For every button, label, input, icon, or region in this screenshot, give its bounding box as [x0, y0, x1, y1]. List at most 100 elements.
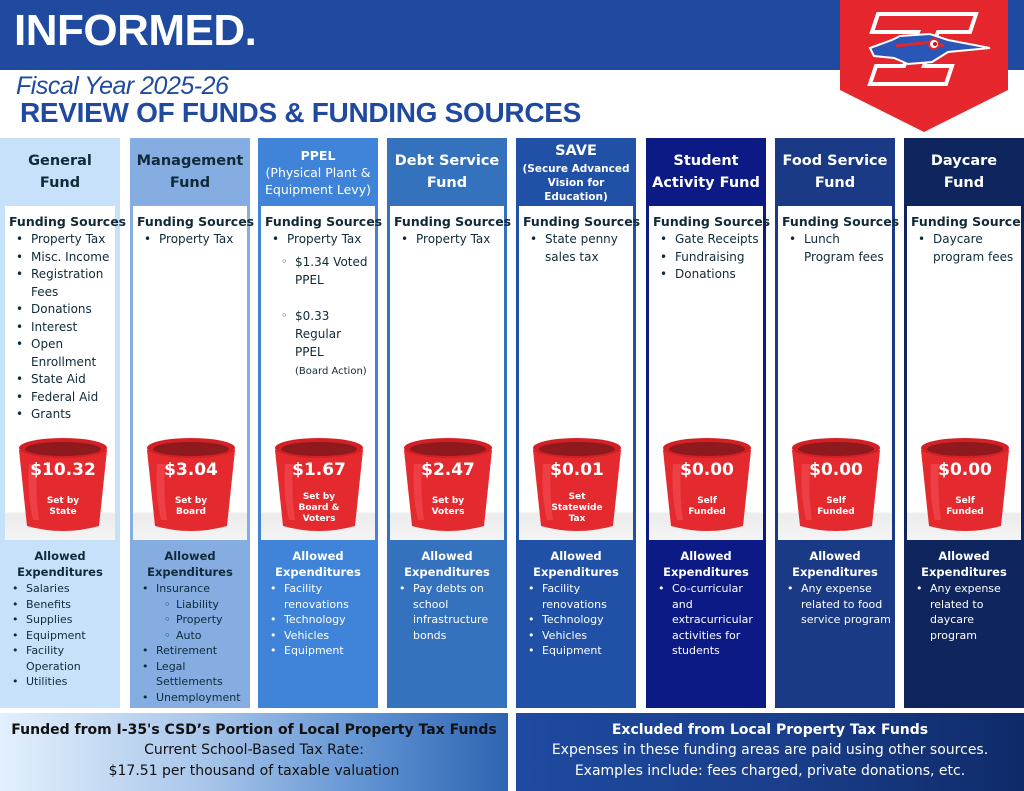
funding-sources-title: Funding Sources [137, 214, 255, 229]
fund-column-food-service: Food Service Fund Funding Sources Lunch … [775, 138, 899, 708]
fund-name: Management [136, 153, 244, 169]
list-item: Benefits [4, 597, 116, 613]
fund-header: Debt Service Fund [387, 138, 507, 206]
list-item: Facility renovations [262, 581, 374, 612]
banner-title: Excluded from Local Property Tax Funds [611, 722, 929, 738]
fund-name: SAVE [555, 143, 597, 159]
fund-column-save: SAVE (Secure Advanced Vision for Educati… [516, 138, 640, 708]
list-item: Supplies [4, 612, 116, 628]
list-item: Interest [9, 319, 112, 337]
tax-rate: $1.67 [292, 460, 346, 480]
list-item: Technology [262, 612, 374, 628]
fund-header: Food Service Fund [775, 138, 895, 206]
funding-sources-title: Funding Sources [9, 214, 127, 229]
fund-header: General Fund [0, 138, 120, 206]
list-item: Lunch Program fees [782, 231, 889, 266]
list-item: Daycare program fees [911, 231, 1018, 266]
funding-sources-title: Funding Sources [394, 214, 512, 229]
list-item: Property Tax [9, 231, 112, 249]
list-item: Vehicles [262, 628, 374, 644]
fund-name: Food Service [782, 153, 888, 169]
tax-rate: $0.01 [550, 460, 604, 480]
funding-sources-list: Property Tax Misc. Income Registration F… [9, 231, 112, 424]
banner-text: Current School-Based Tax Rate: [144, 742, 364, 758]
tax-rate: $0.00 [938, 460, 992, 480]
list-item: State penny sales tax [523, 231, 630, 266]
banner-title: Funded from I-35's CSD’s Portion of Loca… [11, 722, 497, 738]
list-item: Any expense related to daycare program [908, 581, 1020, 643]
list-item: Utilities [4, 674, 116, 690]
list-item: Pay debts on school infrastructure bonds [391, 581, 503, 643]
fund-header: Management Fund [130, 138, 250, 206]
list-item: Facility renovations [520, 581, 632, 612]
fund-name: Fund [426, 175, 468, 191]
fund-column-debt-service: Debt Service Fund Funding Sources Proper… [387, 138, 512, 708]
list-item: Co-curricular and extracurricular activi… [650, 581, 762, 659]
list-item: Grants [9, 406, 112, 424]
list-item: Property Tax [137, 231, 244, 249]
sub-list-item: Auto [156, 628, 246, 644]
list-item: State Aid [9, 371, 112, 389]
fund-name: Fund [814, 175, 856, 191]
property-tax-funded-banner: Funded from I-35's CSD’s Portion of Loca… [0, 713, 508, 791]
tax-rate: $10.32 [30, 460, 96, 480]
funding-sources-title: Funding Sources [911, 214, 1024, 229]
list-item: Property Tax $1.34 Voted PPEL $0.33 Regu… [265, 231, 372, 381]
list-item: Vehicles [520, 628, 632, 644]
fund-subtitle: Vision for Education) [544, 177, 608, 203]
sub-list-item: Property [156, 612, 246, 628]
page-title: REVIEW OF FUNDS & FUNDING SOURCES [20, 97, 582, 128]
fund-column-ppel: PPEL (Physical Plant & Equipment Levy) F… [258, 138, 382, 708]
fund-header: SAVE (Secure Advanced Vision for Educati… [516, 138, 636, 206]
fund-name: Fund [943, 175, 985, 191]
list-item: Salaries [4, 581, 116, 597]
list-item: Equipment [4, 628, 116, 644]
list-item: Open Enrollment [9, 336, 112, 371]
tax-rate: $3.04 [164, 460, 218, 480]
fund-column-management: Management Fund Funding Sources Property… [130, 138, 255, 708]
list-item: Gate Receipts [653, 231, 760, 249]
sub-list-item: Liability [156, 597, 246, 613]
tax-rate: $0.00 [809, 460, 863, 480]
list-item: Equipment [262, 643, 374, 659]
fund-column-student-activity: Student Activity Fund Funding Sources Ga… [646, 138, 770, 708]
banner-text: Examples include: fees charged, private … [574, 763, 966, 779]
fund-header: PPEL (Physical Plant & Equipment Levy) [258, 138, 378, 206]
fund-name: Daycare [930, 153, 998, 169]
banner-text: Expenses in these funding areas are paid… [551, 742, 989, 758]
list-item: Any expense related to food service prog… [779, 581, 891, 628]
fund-name: Activity Fund [652, 175, 760, 191]
list-item: Registration Fees [9, 266, 112, 301]
list-item: Donations [9, 301, 112, 319]
fund-subtitle: (Physical Plant & [265, 164, 371, 180]
fund-header: Student Activity Fund [646, 138, 766, 206]
fund-header: Daycare Fund [904, 138, 1024, 206]
